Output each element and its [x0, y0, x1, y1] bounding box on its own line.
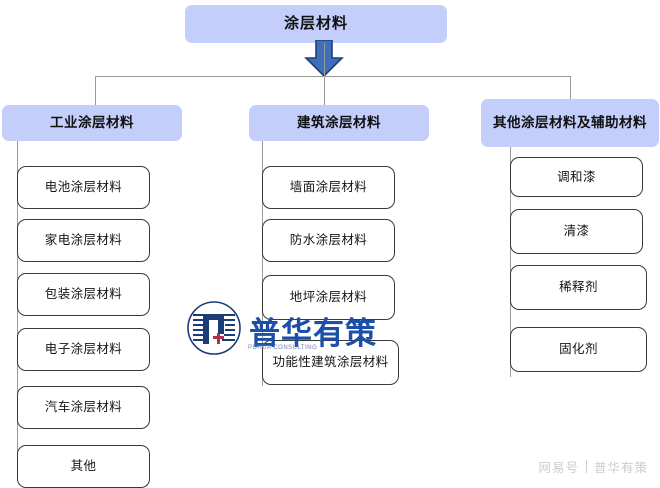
leaf-node-appliance-coating[interactable]: 家电涂层材料 [17, 219, 150, 262]
watermark-account-label: 普华有策 [593, 461, 648, 475]
connector-spine-branch2 [262, 141, 263, 386]
leaf-node-battery-coating[interactable]: 电池涂层材料 [17, 166, 150, 209]
connector-root-down [324, 43, 325, 76]
corner-watermark: 网易号 普华有策 [538, 457, 648, 476]
leaf-label: 汽车涂层材料 [44, 400, 123, 415]
watermark-platform-label: 网易号 [538, 461, 579, 475]
branch-node-industrial[interactable]: 工业涂层材料 [2, 105, 182, 141]
connector-to-branch1 [95, 76, 96, 105]
leaf-label: 家电涂层材料 [44, 233, 123, 248]
leaf-node-other-industrial[interactable]: 其他 [17, 445, 150, 488]
watermark-divider [585, 460, 587, 473]
leaf-label: 地坪涂层材料 [289, 290, 368, 305]
leaf-node-varnish[interactable]: 清漆 [510, 209, 643, 254]
leaf-label: 清漆 [563, 224, 590, 239]
leaf-node-floor-coating[interactable]: 地坪涂层材料 [262, 275, 395, 320]
leaf-label: 包装涂层材料 [44, 287, 123, 302]
leaf-node-wall-coating[interactable]: 墙面涂层材料 [262, 166, 395, 209]
leaf-label: 电池涂层材料 [44, 180, 123, 195]
branch-node-other-auxiliary[interactable]: 其他涂层材料及辅助材料 [481, 99, 659, 147]
leaf-label: 固化剂 [559, 342, 598, 357]
root-node-coating-materials[interactable]: 涂层材料 [185, 5, 447, 43]
connector-to-branch2 [324, 76, 325, 105]
branch-node-label-2: 建筑涂层材料 [297, 115, 381, 131]
connector-spine-branch3 [510, 147, 511, 377]
connector-to-branch3 [570, 76, 571, 105]
root-node-label: 涂层材料 [283, 15, 348, 33]
leaf-node-waterproof-coating[interactable]: 防水涂层材料 [262, 219, 395, 262]
leaf-node-electronics-coating[interactable]: 电子涂层材料 [17, 328, 150, 371]
leaf-node-packaging-coating[interactable]: 包装涂层材料 [17, 273, 150, 316]
branch-node-label-3: 其他涂层材料及辅助材料 [493, 115, 647, 131]
leaf-node-thinner[interactable]: 稀释剂 [510, 265, 647, 310]
leaf-node-functional-architectural-coating[interactable]: 功能性建筑涂层材料 [262, 340, 399, 385]
connector-horizontal-bus [95, 76, 571, 77]
leaf-label: 调和漆 [557, 169, 596, 184]
branch-node-architectural[interactable]: 建筑涂层材料 [249, 105, 429, 141]
leaf-label: 墙面涂层材料 [289, 180, 368, 195]
leaf-label: 功能性建筑涂层材料 [272, 355, 389, 370]
leaf-label: 电子涂层材料 [44, 342, 123, 357]
leaf-node-automotive-coating[interactable]: 汽车涂层材料 [17, 386, 150, 429]
leaf-node-mixed-paint[interactable]: 调和漆 [510, 157, 643, 197]
puhua-circular-logo-icon [186, 300, 242, 361]
leaf-label: 其他 [70, 459, 97, 474]
leaf-label: 防水涂层材料 [289, 233, 368, 248]
branch-node-label-1: 工业涂层材料 [50, 115, 134, 131]
leaf-label: 稀释剂 [559, 280, 598, 295]
leaf-node-hardener[interactable]: 固化剂 [510, 327, 647, 372]
